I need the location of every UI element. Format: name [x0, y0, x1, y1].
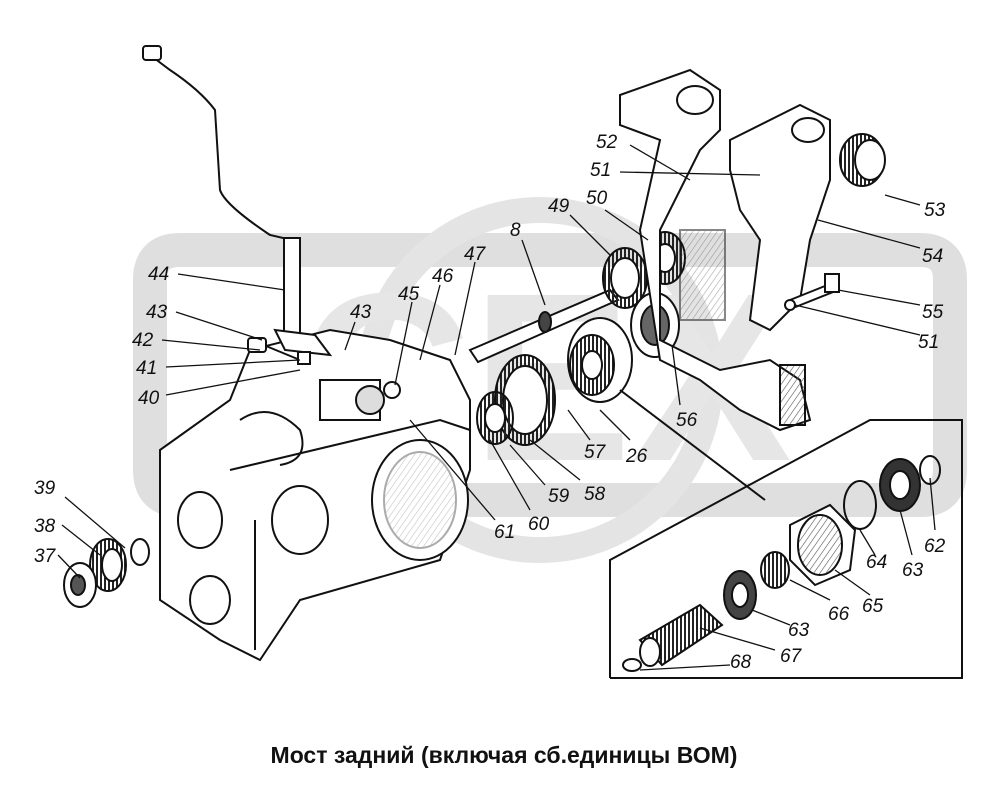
label-51: 51 — [590, 160, 611, 181]
label-43b: 43 — [350, 302, 372, 323]
leader-lines — [57, 144, 936, 671]
label-62: 62 — [924, 536, 946, 557]
label-63: 63 — [902, 560, 924, 581]
label-39: 39 — [34, 478, 56, 499]
label-61: 61 — [494, 522, 515, 543]
label-37: 37 — [34, 546, 57, 567]
rear-axle-housing — [619, 68, 831, 432]
label-42: 42 — [132, 330, 154, 351]
label-63b: 63 — [788, 620, 810, 641]
flange-37-38 — [63, 538, 150, 608]
bolt-55 — [784, 273, 840, 311]
label-45: 45 — [398, 284, 420, 305]
label-38: 38 — [34, 516, 56, 537]
diagram-caption: Мост задний (включая сб.единицы ВОМ) — [270, 742, 738, 768]
label-56: 56 — [676, 410, 698, 431]
inset-parts — [622, 455, 941, 672]
label-40: 40 — [138, 388, 160, 409]
label-41: 41 — [136, 358, 157, 379]
label-54: 54 — [922, 246, 943, 267]
label-52: 52 — [596, 132, 618, 153]
bearing-53 — [839, 133, 886, 187]
label-67: 67 — [780, 646, 803, 667]
shift-lever — [142, 45, 333, 357]
label-50: 50 — [586, 188, 608, 209]
label-59: 59 — [548, 486, 570, 507]
label-8: 8 — [510, 220, 521, 241]
label-64: 64 — [866, 552, 887, 573]
gearbox-housing — [159, 328, 471, 662]
label-66: 66 — [828, 604, 850, 625]
detail-inset — [609, 389, 963, 679]
label-58: 58 — [584, 484, 606, 505]
label-60: 60 — [528, 514, 550, 535]
label-44: 44 — [148, 264, 169, 285]
label-68: 68 — [730, 652, 752, 673]
label-53: 53 — [924, 200, 946, 221]
label-26: 26 — [625, 446, 648, 467]
label-55: 55 — [922, 302, 944, 323]
label-51b: 51 — [918, 332, 939, 353]
label-43: 43 — [146, 302, 168, 323]
part-labels: 44 43 42 41 40 43 45 46 47 8 49 50 52 51… — [34, 132, 946, 673]
label-65: 65 — [862, 596, 884, 617]
label-57: 57 — [584, 442, 607, 463]
label-47: 47 — [464, 244, 487, 265]
label-46: 46 — [432, 266, 454, 287]
label-49: 49 — [548, 196, 570, 217]
